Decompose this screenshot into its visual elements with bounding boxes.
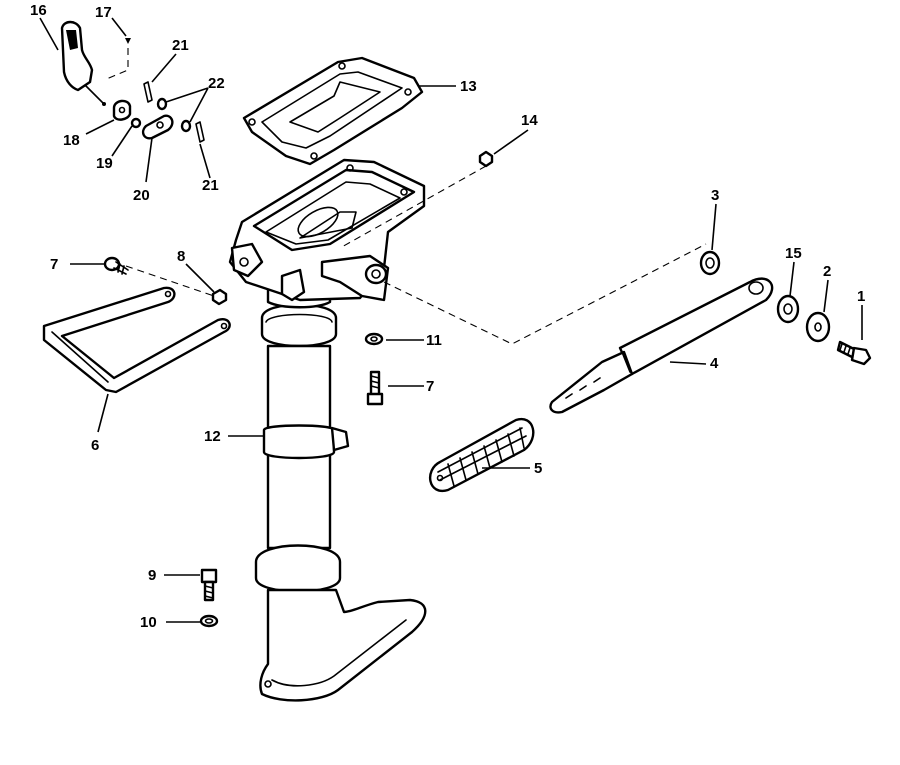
throttle-lever-16 [60,20,106,106]
nut-8 [211,288,228,306]
callout-6: 6 [91,437,99,454]
tiller-grip [428,417,535,493]
callout-labels: 1 2 3 4 5 6 7 7 8 9 10 11 12 13 14 15 16… [30,2,865,631]
drive-shaft-housing [254,278,427,702]
bushing-15 [776,294,800,324]
callout-19: 19 [96,155,113,172]
callout-7-lower: 7 [426,378,434,395]
assembly-lines [103,48,707,345]
callout-7-left: 7 [50,256,58,273]
washer-11 [364,332,384,346]
nut-14 [478,150,494,168]
washer-19 [130,117,142,129]
washer-22-upper [156,97,168,111]
callout-4: 4 [710,355,719,372]
motor-mount-casting [228,158,426,302]
cotter-pin-21-upper [143,81,153,103]
callout-10: 10 [140,614,157,631]
link-18 [112,99,132,121]
tiller-arm [549,277,774,414]
washer-10 [199,614,219,628]
leader-lines [39,17,863,623]
callout-17: 17 [95,4,112,21]
screw-7-left [103,256,129,275]
callout-21-upper: 21 [172,37,189,54]
callout-18: 18 [63,132,80,149]
callout-16: 16 [30,2,47,19]
washer-2 [805,311,831,343]
screw-9 [200,568,218,602]
carrying-handle [42,286,231,394]
callout-20: 20 [133,187,150,204]
callout-22: 22 [208,75,225,92]
callout-13: 13 [460,78,477,95]
screw-17 [125,38,131,44]
callout-3: 3 [711,187,719,204]
screw-7-lower [366,370,384,406]
callout-2: 2 [823,263,831,280]
callout-8: 8 [177,248,185,265]
callout-1: 1 [857,288,865,305]
callout-21-lower: 21 [202,177,219,194]
bushing-3 [699,250,721,276]
callout-9: 9 [148,567,156,584]
callout-5: 5 [534,460,542,477]
gasket [242,56,424,166]
callout-12: 12 [204,428,221,445]
bolt-1 [836,340,872,366]
callout-11: 11 [426,332,442,349]
cotter-pin-21-lower [195,121,205,143]
callout-14: 14 [521,112,538,129]
link-20 [141,114,174,140]
washer-22-lower [180,119,192,133]
callout-15: 15 [785,245,802,262]
